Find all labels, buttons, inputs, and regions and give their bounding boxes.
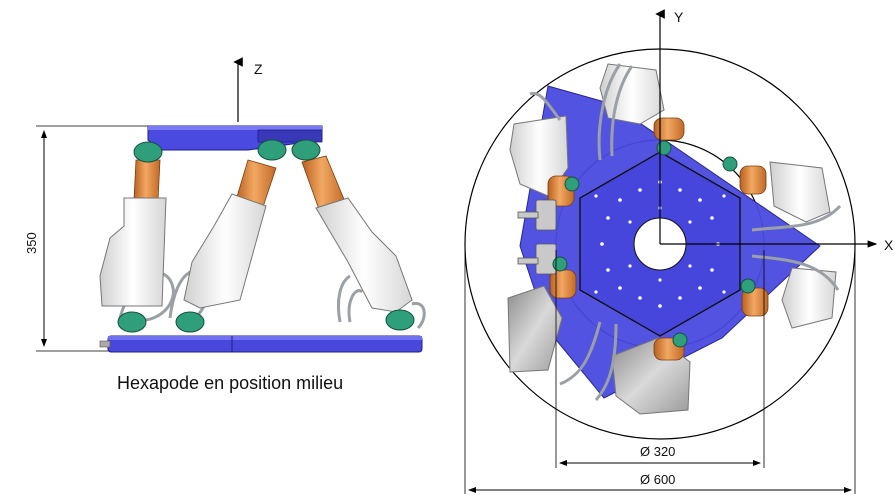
inner-diameter-label: Ø 320 xyxy=(640,444,675,459)
outer-diameter-label: Ø 600 xyxy=(640,472,675,487)
plate-holes xyxy=(594,180,726,308)
actuator-leg-1 xyxy=(99,141,167,333)
actuator-leg-3 xyxy=(291,139,415,331)
side-view-caption: Hexapode en position milieu xyxy=(117,373,343,393)
top-view: Y X Ø 320 Ø 600 xyxy=(464,9,894,494)
base-plate xyxy=(99,335,423,353)
actuator-leg-2 xyxy=(175,139,287,333)
height-dimension-label: 350 xyxy=(24,232,39,254)
y-axis-label: Y xyxy=(674,9,684,25)
side-view: Z 350 xyxy=(24,57,426,393)
inner-diameter-dimension xyxy=(555,250,765,468)
side-connectors xyxy=(517,199,557,275)
z-axis-label: Z xyxy=(254,61,263,77)
x-axis-label: X xyxy=(884,237,894,253)
outer-diameter-dimension xyxy=(464,250,856,494)
height-dimension xyxy=(36,125,150,352)
